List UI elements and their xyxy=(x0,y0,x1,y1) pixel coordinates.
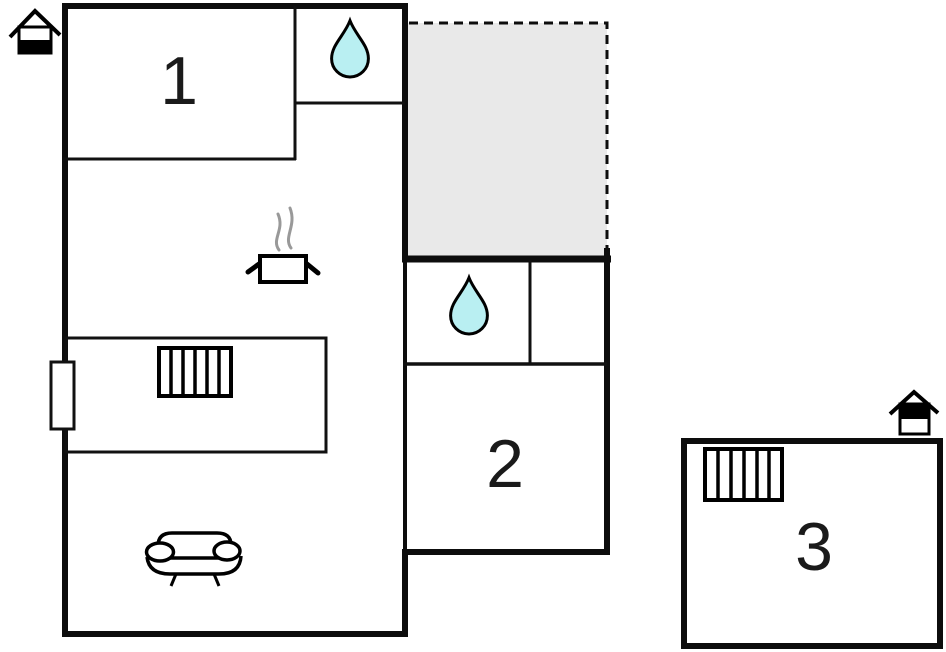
pot-body xyxy=(258,254,308,284)
entrance-icon-main xyxy=(8,8,62,55)
water-drop-icon-wc1 xyxy=(330,16,370,79)
sofa-backrest xyxy=(156,531,233,554)
sofa-leg xyxy=(212,573,221,587)
radiator-icon-annex xyxy=(703,447,784,502)
sofa-armrest xyxy=(144,541,176,563)
entrance-house-door xyxy=(19,40,51,53)
interior-walls xyxy=(63,6,607,454)
radiator-icon-living xyxy=(157,346,233,398)
main-building-walls xyxy=(62,3,611,637)
terrace-dashed-border xyxy=(409,21,609,257)
room-1-label: 1 xyxy=(160,43,198,119)
room-3-label: 3 xyxy=(795,509,833,585)
entrance-house-roof xyxy=(888,389,940,416)
sofa-icon xyxy=(144,531,243,587)
window-marker xyxy=(49,360,76,431)
entrance-icon-annex xyxy=(888,389,940,436)
terrace-fill xyxy=(407,23,607,257)
water-drop-shape xyxy=(330,16,370,79)
sofa-leg xyxy=(169,573,178,587)
water-drop-icon-wc2 xyxy=(449,273,489,336)
entrance-house-roof xyxy=(8,8,62,39)
room-2-label: 2 xyxy=(486,426,524,502)
pot-handle-right xyxy=(304,261,321,276)
sofa-armrest xyxy=(212,540,242,562)
sofa-base xyxy=(145,555,243,576)
terrace-area xyxy=(407,21,609,257)
pot-handle-left xyxy=(245,261,262,275)
steam-wisp xyxy=(286,206,294,250)
entrance-house-door xyxy=(900,404,929,419)
water-drop-shape xyxy=(449,273,489,336)
steam-wisp xyxy=(274,212,282,252)
stove-icon xyxy=(245,206,321,284)
